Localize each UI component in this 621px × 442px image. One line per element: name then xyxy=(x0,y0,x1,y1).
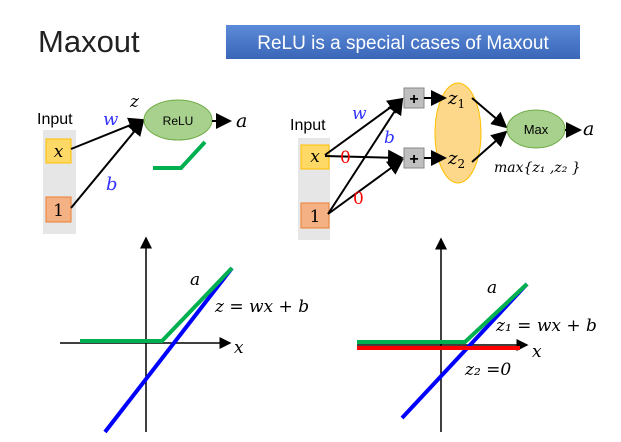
edge xyxy=(327,158,404,215)
a-label: a xyxy=(487,278,497,298)
plus-2: + xyxy=(409,151,418,168)
a-label: a xyxy=(190,270,200,290)
relu-shape-icon xyxy=(153,140,207,170)
edge xyxy=(327,98,404,215)
maxout-plot: a z₁ = wx + b z₂ =0 x xyxy=(357,237,597,432)
z-label: z xyxy=(129,92,140,112)
weight-w: w xyxy=(352,104,367,124)
input-one-box xyxy=(300,202,330,229)
maxout-diagram: Input x 1 w b 0 0 + + z1 z2 Max a max{z₁… xyxy=(290,82,594,240)
input-x-box xyxy=(300,144,330,170)
equation-z2: z₂ =0 xyxy=(464,360,511,380)
banner-text: ReLU is a special cases of Maxout xyxy=(257,33,549,54)
max-expression: max{z₁ ,z₂ } xyxy=(494,160,581,176)
max-label: Max xyxy=(524,122,549,137)
equation-z1: z₁ = wx + b xyxy=(495,316,597,336)
slide-title: Maxout xyxy=(38,24,140,59)
input-one: 1 xyxy=(310,207,321,227)
edge xyxy=(471,97,508,129)
relu-label: ReLU xyxy=(163,114,194,128)
zero-weight: 0 xyxy=(340,148,351,168)
relu-diagram: Input x 1 w b z ReLU a xyxy=(37,92,247,234)
input-x: x xyxy=(54,142,64,162)
output-a: a xyxy=(583,118,594,140)
relu-plot: a z = wx + b x xyxy=(60,236,309,434)
x-label: x xyxy=(532,342,542,362)
x-label: x xyxy=(234,338,244,358)
zero-bias: 0 xyxy=(353,189,364,209)
input-x-box xyxy=(45,138,72,164)
line-z xyxy=(103,266,234,434)
input-label: Input xyxy=(37,111,73,128)
line-a xyxy=(357,282,529,344)
plus-1: + xyxy=(409,91,418,108)
edge xyxy=(471,130,508,163)
bias-b: b xyxy=(384,128,395,148)
equation: z = wx + b xyxy=(214,297,309,317)
input-one: 1 xyxy=(53,201,64,221)
input-one-box xyxy=(45,196,72,223)
bias-b: b xyxy=(106,174,118,195)
z2-label: z2 xyxy=(447,148,465,171)
banner-box xyxy=(226,25,580,59)
line-z1 xyxy=(400,282,529,420)
output-a: a xyxy=(236,110,247,132)
weight-w: w xyxy=(103,109,119,130)
line-a xyxy=(80,266,234,343)
input-x: x xyxy=(310,147,320,167)
edge xyxy=(324,149,404,166)
edge-one xyxy=(70,119,145,209)
input-label: Input xyxy=(290,117,326,134)
z1-label: z1 xyxy=(447,88,465,111)
